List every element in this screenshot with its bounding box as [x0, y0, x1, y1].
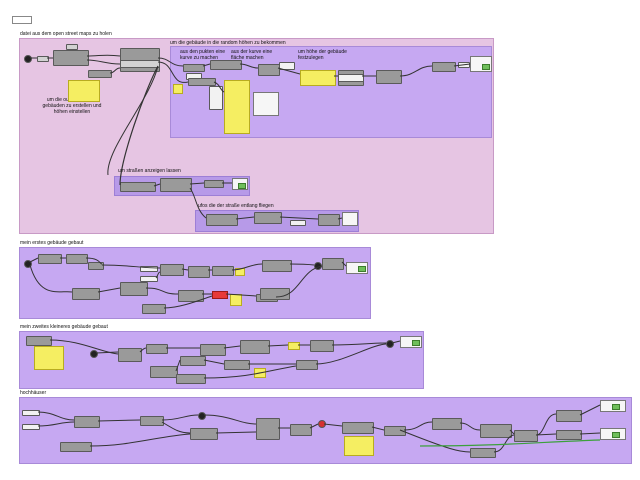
group-first-building[interactable] — [19, 247, 371, 319]
ufo-output-panel[interactable] — [342, 212, 358, 226]
section-title-random: um die gebäude in die random höhen zu be… — [170, 40, 286, 46]
outline-note-panel[interactable] — [68, 80, 100, 102]
first-slider-b[interactable] — [140, 276, 158, 282]
second-glass-node[interactable] — [296, 360, 318, 370]
tower-divide-node[interactable] — [60, 442, 92, 452]
ufo-divide-node[interactable] — [206, 214, 238, 226]
group-towers[interactable] — [19, 397, 632, 464]
second-toggle[interactable] — [90, 350, 98, 358]
count-panel[interactable] — [173, 84, 183, 94]
streets-curve-node[interactable] — [160, 178, 192, 192]
first-error-node[interactable] — [212, 291, 228, 299]
osm-filter-output[interactable] — [120, 60, 160, 68]
polyline-node[interactable] — [183, 64, 205, 72]
second-base-node[interactable] — [26, 336, 52, 346]
move-node[interactable] — [432, 62, 456, 72]
first-rect-node[interactable] — [66, 254, 88, 264]
label-building-height: um höhe der gebäude festzulegen — [298, 49, 347, 61]
tower-note-panel[interactable] — [344, 436, 374, 456]
tower-slider-a[interactable] — [22, 410, 40, 416]
second-dot-toggle[interactable] — [386, 340, 394, 348]
preview-toggle-streets[interactable] — [238, 183, 246, 189]
section-title-streets: um straßen anzeigen lassen — [118, 168, 181, 174]
tower-array-node[interactable] — [342, 422, 374, 434]
preview-toggle-tower-a[interactable] — [612, 404, 620, 410]
section-title-ufos: ufos die der straße entlang fliegen — [198, 203, 274, 209]
first-base-node[interactable] — [38, 254, 62, 264]
group-second-building[interactable] — [19, 331, 424, 389]
ufo-param[interactable] — [290, 220, 306, 226]
ufo-move-node[interactable] — [318, 214, 340, 226]
tower-glass-node[interactable] — [514, 430, 538, 442]
first-start-toggle[interactable] — [24, 260, 32, 268]
first-cap-node[interactable] — [212, 266, 234, 276]
tower-rect-node[interactable] — [140, 416, 164, 426]
label-curve-surface: aus der kurve eine fläche machen — [231, 49, 273, 61]
osm-type-param[interactable] — [66, 44, 78, 50]
height-values-panel[interactable] — [253, 92, 279, 116]
random-node[interactable] — [376, 70, 402, 84]
osm-tag-node[interactable] — [88, 70, 112, 78]
streets-pipe-node[interactable] — [204, 180, 224, 188]
random-values-panel[interactable] — [224, 80, 250, 134]
extrude-node[interactable] — [258, 64, 280, 76]
preview-toggle-tower-b[interactable] — [612, 432, 620, 438]
first-array-node[interactable] — [262, 260, 292, 272]
range-param[interactable] — [338, 74, 364, 82]
list-length-node[interactable] — [188, 78, 216, 86]
first-floor-node[interactable] — [142, 304, 166, 314]
second-loft-node[interactable] — [200, 344, 226, 356]
second-array-node[interactable] — [310, 340, 334, 352]
section-title-first-building: mein erstes gebäude gebaut — [20, 240, 84, 246]
tower-union-node[interactable] — [384, 426, 406, 436]
section-title-towers: hochhäuser — [20, 390, 47, 396]
tower-loft-node[interactable] — [256, 418, 280, 440]
first-divide-node[interactable] — [72, 288, 100, 300]
preview-toggle-second[interactable] — [412, 340, 420, 346]
section-title-second-building: mein zweites kleineres gebäude gebaut — [20, 324, 108, 330]
osm-import-component[interactable] — [53, 50, 89, 66]
first-series-node[interactable] — [120, 282, 148, 296]
boundary-surface-node[interactable] — [210, 60, 242, 70]
second-series-node[interactable] — [224, 360, 250, 370]
tower-move-node[interactable] — [556, 410, 582, 422]
tower-move-node-b[interactable] — [556, 430, 582, 440]
file-path-toggle[interactable] — [24, 55, 32, 63]
second-divide-node[interactable] — [180, 356, 206, 366]
tower-cap-node[interactable] — [290, 424, 312, 436]
streets-filter-node[interactable] — [120, 182, 156, 192]
first-offset-node[interactable] — [88, 262, 104, 270]
second-small-note[interactable] — [288, 342, 300, 350]
first-extrude-node[interactable] — [160, 264, 184, 276]
first-loft-node[interactable] — [188, 266, 210, 278]
second-cap-node[interactable] — [240, 340, 270, 354]
second-window-node[interactable] — [150, 366, 178, 378]
tower-base-node[interactable] — [74, 416, 100, 428]
first-slider-a[interactable] — [140, 266, 158, 272]
height-note-panel[interactable] — [300, 70, 336, 86]
tower-extrude-node[interactable] — [190, 428, 218, 440]
label-points-curve: aus den pukten eine kurve zu machen — [180, 49, 226, 61]
extrude-param[interactable] — [279, 62, 295, 70]
tower-floor-node[interactable] — [470, 448, 496, 458]
second-rect-node[interactable] — [118, 348, 142, 362]
tower-slider-b[interactable] — [22, 424, 40, 430]
first-window-array[interactable] — [260, 288, 290, 300]
second-note-panel[interactable] — [34, 346, 64, 370]
tower-toggle[interactable] — [198, 412, 206, 420]
second-floor-node[interactable] — [176, 374, 206, 384]
second-extrude-node[interactable] — [146, 344, 168, 354]
random-slider-stack[interactable] — [209, 86, 223, 110]
tower-series-node[interactable] — [432, 418, 462, 430]
preview-toggle-first[interactable] — [358, 266, 366, 272]
file-path-param[interactable] — [37, 56, 49, 62]
canvas-marker — [12, 16, 32, 24]
ufo-sphere-node[interactable] — [254, 212, 282, 224]
section-title-osm: datei aus dem open street maps zu holen — [20, 31, 112, 37]
first-window-node[interactable] — [178, 290, 204, 302]
preview-toggle-random[interactable] — [482, 64, 490, 70]
first-note-panel[interactable] — [235, 268, 245, 276]
